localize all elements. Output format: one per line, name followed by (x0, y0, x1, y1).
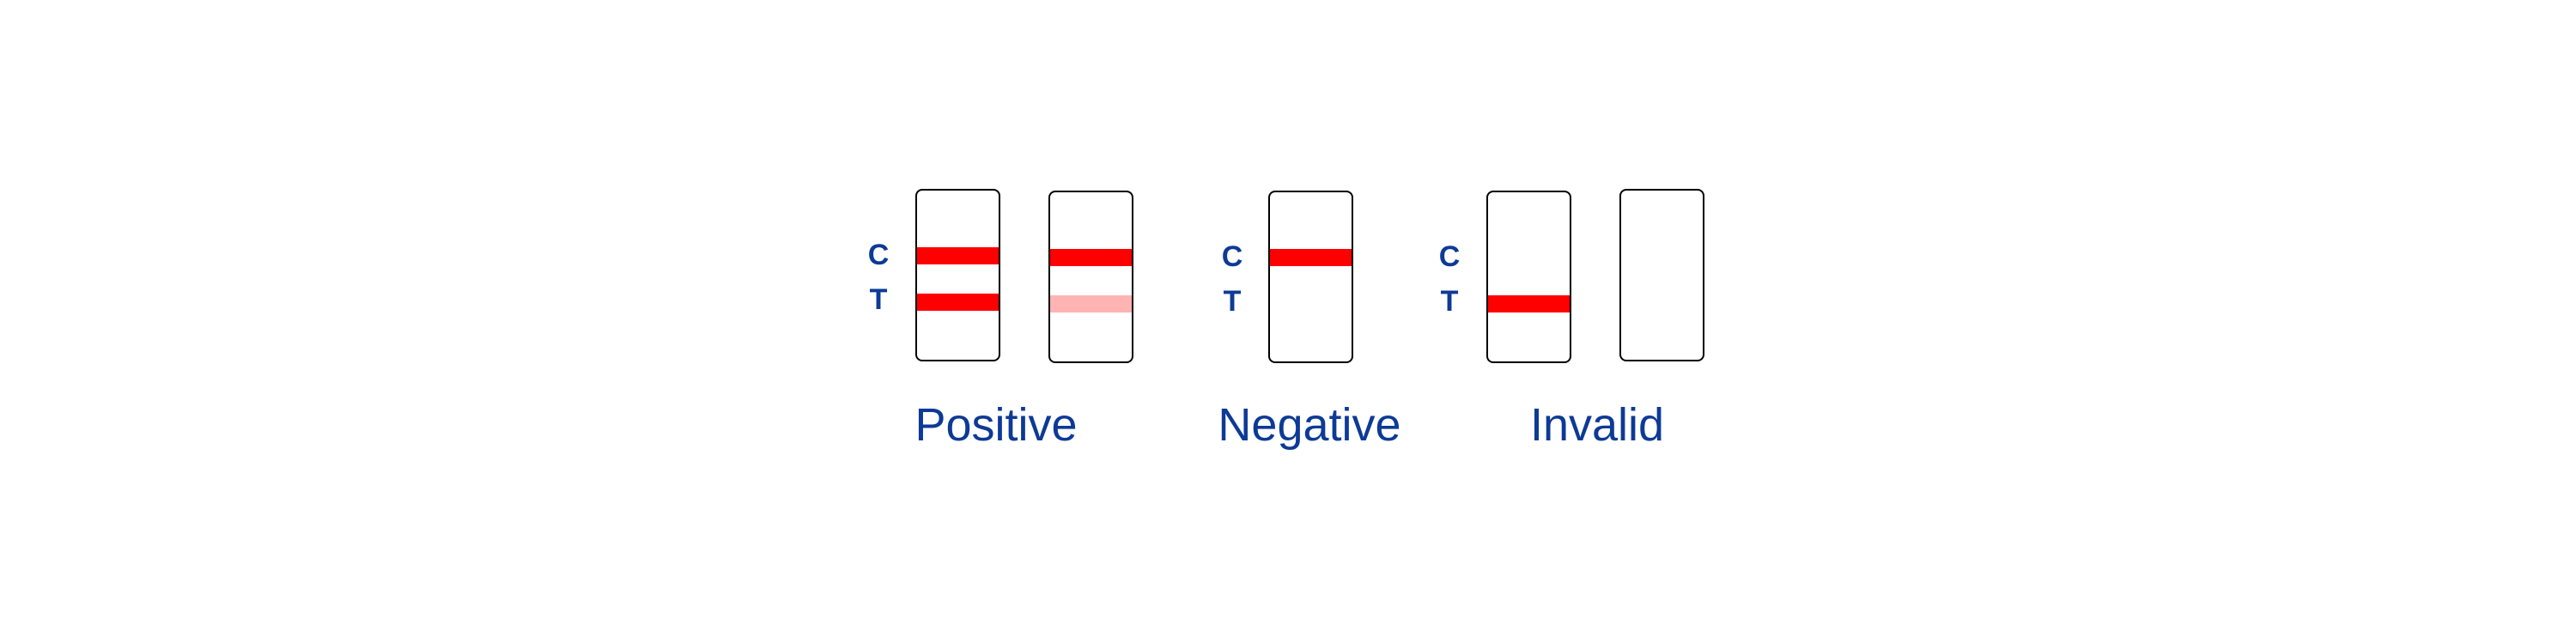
test-strip-positive-faint (1048, 191, 1133, 363)
test-line-label: T (869, 283, 888, 316)
test-strip-negative (1268, 191, 1353, 363)
test-band (1488, 295, 1570, 312)
control-band (1270, 249, 1352, 266)
control-line-label: C (867, 239, 890, 271)
positive-caption: Positive (914, 399, 1078, 451)
test-strip-invalid-blank (1619, 189, 1704, 361)
control-band (1050, 249, 1132, 266)
control-line-label: C (1221, 240, 1243, 273)
control-line-label: C (1438, 240, 1461, 273)
faint-test-band (1050, 295, 1132, 312)
test-line-label: T (1440, 285, 1459, 318)
invalid-caption: Invalid (1529, 399, 1665, 451)
test-strip-invalid-test-only (1486, 191, 1571, 363)
negative-caption: Negative (1218, 399, 1401, 451)
control-band (917, 247, 999, 264)
test-strip-positive-strong (915, 189, 1000, 361)
test-line-label: T (1223, 285, 1242, 318)
test-band (917, 294, 999, 311)
